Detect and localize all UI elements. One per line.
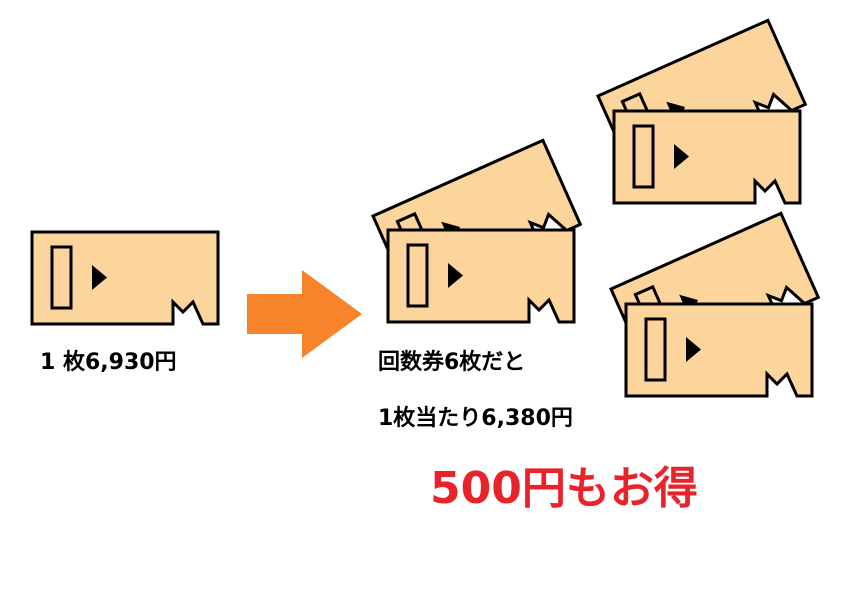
ticket-front-icon (624, 302, 814, 398)
pack-unit-price: 1枚当たり6,380円 (378, 406, 573, 431)
single-ticket-price: 1 枚6,930円 (40, 350, 177, 375)
ticket-front-icon (386, 228, 576, 324)
single-ticket-icon (30, 230, 220, 326)
right-arrow-icon (247, 270, 362, 358)
ticket-front-icon (612, 109, 802, 205)
savings-callout: 500円もお得 (430, 463, 698, 514)
pack-description: 回数券6枚だと (378, 350, 526, 375)
